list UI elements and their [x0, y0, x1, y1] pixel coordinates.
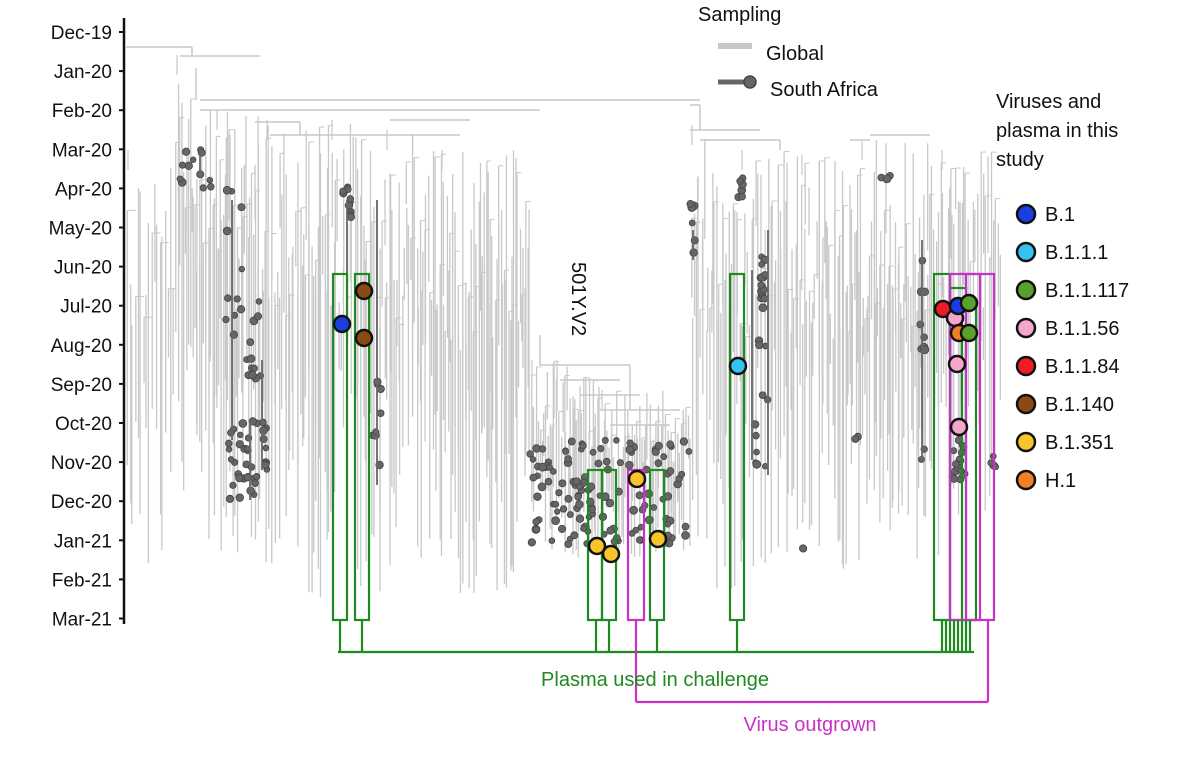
- phylogenetic-tree: [126, 46, 1001, 598]
- study-sample-marker: [728, 356, 748, 376]
- axis-tick-label: Aug-20: [51, 336, 112, 357]
- study-sample-marker: [354, 281, 374, 301]
- study-sample-marker: [601, 544, 621, 564]
- study-sample-marker: [354, 328, 374, 348]
- axis-tick-label: May-20: [49, 219, 112, 240]
- lineage-legend-label: B.1.351: [1045, 432, 1114, 454]
- axis-tick-label: Mar-21: [52, 610, 112, 631]
- study-sample-marker: [627, 469, 647, 489]
- lineage-legend-swatch: [1015, 203, 1037, 225]
- sampling-legend: Sampling Global South Africa: [698, 4, 879, 101]
- lineage-legend-swatch: [1015, 317, 1037, 339]
- lineage-legend-swatch: [1015, 393, 1037, 415]
- axis-tick-label: Nov-20: [51, 453, 112, 474]
- study-samples: [332, 281, 979, 564]
- lineage-legend-label: B.1.1.84: [1045, 356, 1120, 378]
- south-africa-legend-dot: [743, 75, 757, 89]
- lineage-legend: Viruses and plasma in this study B.1B.1.…: [996, 91, 1129, 492]
- global-legend-label: Global: [766, 43, 824, 65]
- study-sample-marker: [587, 536, 607, 556]
- axis-tick-label: Mar-20: [52, 140, 112, 161]
- axis-tick-label: Jan-20: [54, 62, 112, 83]
- axis-tick-label: Feb-20: [52, 101, 112, 122]
- study-sample-marker: [959, 323, 979, 343]
- lineage-legend-swatch: [1015, 431, 1037, 453]
- sampling-legend-title: Sampling: [698, 4, 781, 26]
- lineage-legend-swatch: [1015, 241, 1037, 263]
- lineage-legend-title-line2: plasma in this: [996, 120, 1118, 142]
- axis-tick-label: Apr-20: [55, 179, 112, 200]
- lineage-legend-title-line1: Viruses and: [996, 91, 1101, 113]
- virus-annotation: Virus outgrown: [743, 714, 876, 736]
- axis-tick-label: Jan-21: [54, 531, 112, 552]
- lineage-legend-swatch: [1015, 355, 1037, 377]
- lineage-legend-swatch: [1015, 469, 1037, 491]
- axis-tick-label: Jul-20: [60, 297, 112, 318]
- study-sample-marker: [332, 314, 352, 334]
- study-sample-marker: [648, 529, 668, 549]
- lineage-legend-label: B.1.140: [1045, 394, 1114, 416]
- selection-boxes: [331, 272, 996, 704]
- axis-tick-label: Oct-20: [55, 414, 112, 435]
- study-sample-marker: [949, 417, 969, 437]
- axis-tick-label: Jun-20: [54, 258, 112, 279]
- axis-tick-label: Sep-20: [51, 375, 112, 396]
- lineage-legend-label: B.1.1.117: [1045, 280, 1129, 302]
- lineage-legend-label: B.1: [1045, 204, 1075, 226]
- lineage-legend-swatch: [1015, 279, 1037, 301]
- axis-tick-label: Dec-20: [51, 492, 112, 513]
- lineage-legend-title-line3: study: [996, 149, 1044, 171]
- plasma-annotation: Plasma used in challenge: [541, 669, 769, 691]
- lineage-legend-label: B.1.1.56: [1045, 318, 1120, 340]
- time-axis: Dec-19Jan-20Feb-20Mar-20Apr-20May-20Jun-…: [49, 18, 126, 631]
- south-africa-legend-label: South Africa: [770, 79, 879, 101]
- study-sample-marker: [959, 293, 979, 313]
- clade-label: 501Y.V2: [567, 262, 589, 336]
- axis-tick-label: Feb-21: [52, 570, 112, 591]
- study-sample-marker: [947, 354, 967, 374]
- axis-tick-label: Dec-19: [51, 23, 112, 44]
- lineage-legend-label: H.1: [1045, 470, 1076, 492]
- lineage-legend-label: B.1.1.1: [1045, 242, 1108, 264]
